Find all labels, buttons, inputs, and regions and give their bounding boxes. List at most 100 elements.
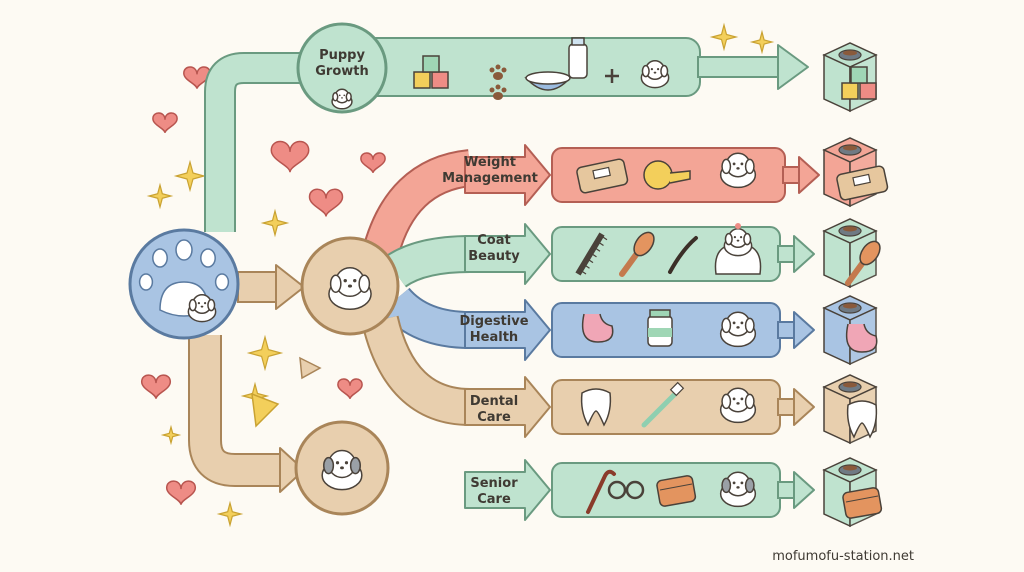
heart-icon [140, 374, 172, 399]
paw-icon [489, 84, 507, 100]
dog-icon [328, 266, 372, 310]
icon-row-senior [586, 469, 757, 514]
cane-icon [586, 469, 616, 514]
trunk-arrow-senior [190, 335, 282, 485]
band-shaft-puppy [697, 56, 781, 78]
branch-icons [413, 37, 762, 514]
toothbrush-icon [641, 381, 685, 428]
glasses-icon [607, 480, 645, 500]
band-label-arrow-senior [464, 459, 551, 521]
brush-icon [619, 231, 655, 277]
sparkle-star-icon [709, 22, 739, 52]
end-cube-dental [822, 374, 878, 445]
band-curve-dental [363, 315, 471, 424]
tooth-icon [580, 388, 612, 427]
puppy-growth-node [296, 22, 388, 114]
triangle-shape [251, 392, 280, 428]
decorations [140, 22, 775, 528]
trunk-arrowhead-adult [275, 264, 305, 310]
brush-icon [845, 240, 881, 286]
senior-dog-face [719, 471, 757, 508]
plus-icon [605, 69, 619, 83]
band-arrowhead-weight [798, 156, 820, 194]
end-cube-puppy [822, 42, 878, 113]
comb-icon [575, 232, 608, 276]
blocks-icon [413, 55, 449, 89]
hair-strand-icon [668, 236, 698, 274]
band-arrowhead-digestive [793, 311, 815, 349]
dog-face [719, 387, 757, 424]
end-cube-weight [822, 137, 889, 208]
tape-measure-icon [643, 160, 691, 190]
dog-icon [719, 311, 757, 348]
end-cube-coat [822, 218, 881, 289]
milk-bottle-icon [568, 37, 588, 79]
trunk-arrow-puppy [206, 54, 302, 232]
paw-icon [489, 64, 507, 80]
scale-icon [836, 165, 889, 201]
senior-dog-icon [719, 471, 757, 508]
band-label-arrow-weight [464, 144, 551, 206]
heart-icon [152, 112, 178, 134]
icon-row-digestive [581, 309, 757, 348]
sparkle-star-icon [216, 500, 244, 528]
sparkle-star-icon [160, 424, 182, 446]
site-watermark: mofumofu-station.net [772, 549, 914, 564]
trunk-arrow-adult [237, 271, 279, 303]
end-cube-digestive [822, 295, 878, 366]
end-cubes [822, 42, 889, 528]
scale-icon [576, 158, 629, 194]
icon-row-puppy [413, 37, 670, 100]
blanket-icon [842, 487, 883, 519]
icon-row-dental [580, 381, 757, 428]
puppy-face [640, 60, 670, 89]
triangle-shape [299, 356, 322, 380]
band-label-arrow-digestive [464, 299, 551, 361]
dog-icon [719, 387, 757, 424]
band-label-arrow-coat [464, 223, 551, 285]
stomach-icon [581, 313, 614, 343]
dog-face [719, 311, 757, 348]
tooth-icon [846, 400, 878, 439]
puppy-icon [640, 60, 670, 89]
nodes [128, 22, 400, 516]
band-arrowhead-dental [793, 388, 815, 426]
bowl-icon [524, 71, 572, 91]
trunk-arrows [188, 52, 305, 493]
heart-icon [270, 140, 310, 173]
heart-icon [337, 378, 363, 400]
supplement-jar-icon [647, 309, 673, 347]
band-arrowhead-coat [793, 235, 815, 273]
long-haired-dog-icon [714, 223, 762, 275]
band-curve-digestive [381, 288, 471, 347]
puppy-icon [331, 88, 353, 110]
dog-icon [719, 152, 757, 189]
dog-face [719, 152, 757, 189]
band-label-arrow-dental [464, 376, 551, 438]
heart-icon [183, 66, 211, 90]
band-curve-weight [363, 151, 473, 260]
band-curve-coat [385, 237, 471, 287]
senior-dog-icon [321, 449, 363, 491]
band-arrowhead-senior [793, 471, 815, 509]
sparkle-star-icon [749, 29, 775, 55]
branch-bands [360, 38, 820, 521]
end-cube-senior [822, 457, 883, 528]
sparkle-star-icon [246, 334, 284, 372]
blanket-icon [656, 475, 697, 507]
heart-icon [308, 188, 344, 217]
sparkle-star-icon [173, 159, 207, 193]
puppy-icon [187, 294, 217, 323]
sparkle-star-icon [260, 208, 290, 238]
blocks-icon [841, 66, 877, 100]
paw-icon [138, 239, 230, 317]
stomach-icon [845, 323, 878, 353]
heart-icon [360, 152, 386, 174]
